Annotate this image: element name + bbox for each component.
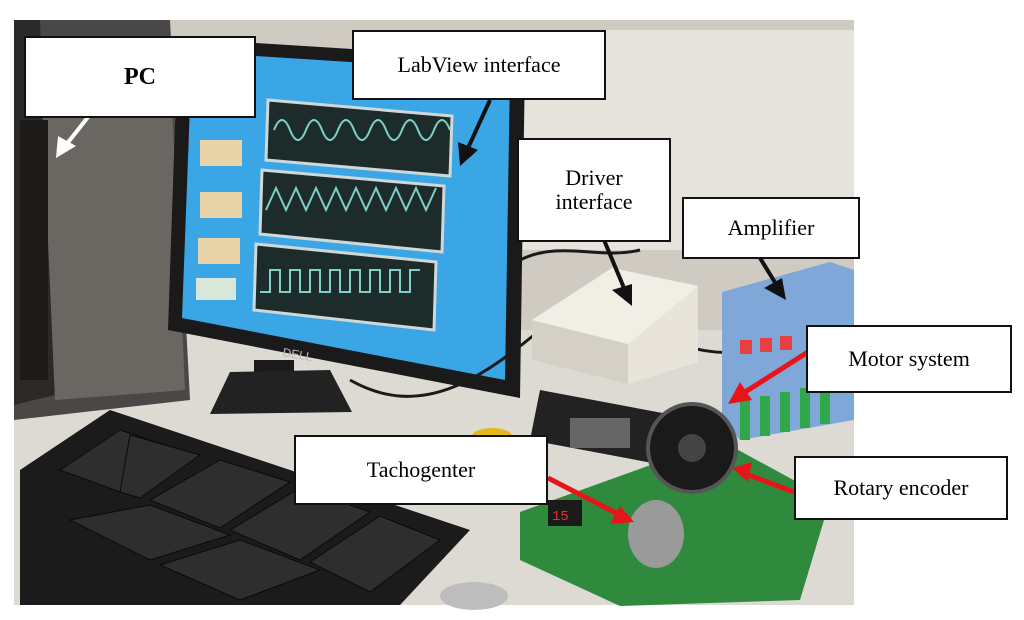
pc-arrowhead	[56, 136, 76, 158]
driver-box	[532, 268, 698, 384]
rotary-arrowhead	[732, 462, 752, 482]
scope-panel-3	[252, 242, 438, 332]
tacho-arrow	[546, 475, 620, 517]
amplifier-arrow	[758, 256, 778, 286]
tachogenerator-label: Tachogenter	[294, 435, 548, 505]
mouse	[440, 582, 508, 610]
rotary-encoder-label: Rotary encoder	[794, 456, 1008, 520]
keyboard	[20, 410, 470, 605]
triangle-waveform-2	[265, 185, 437, 213]
motor-arrow	[740, 349, 810, 397]
pc-tower	[14, 20, 190, 420]
motor-arrowhead	[728, 382, 752, 404]
monitor: DELL	[168, 38, 525, 414]
labview-interface-label: LabView interface	[352, 30, 606, 100]
labview-arrowhead	[458, 142, 478, 166]
pc-label: PC	[24, 36, 256, 118]
driver-arrow	[602, 239, 626, 289]
monitor-brand: DELL	[281, 345, 313, 364]
rotary-arrow	[745, 471, 795, 495]
labview-arrow	[466, 99, 492, 149]
amplifier-arrowhead	[764, 278, 786, 300]
motor-system-label: Motor system	[806, 325, 1012, 393]
sine-waveform-1	[273, 119, 451, 141]
tacho-arrowhead	[610, 506, 634, 524]
driver-arrowhead	[612, 284, 632, 306]
amplifier-label: Amplifier	[682, 197, 860, 259]
svg-text:15: 15	[552, 509, 569, 525]
tachogenerator-body	[628, 500, 684, 568]
motor-rig: 15	[472, 384, 830, 606]
square-waveform-3	[260, 269, 420, 293]
